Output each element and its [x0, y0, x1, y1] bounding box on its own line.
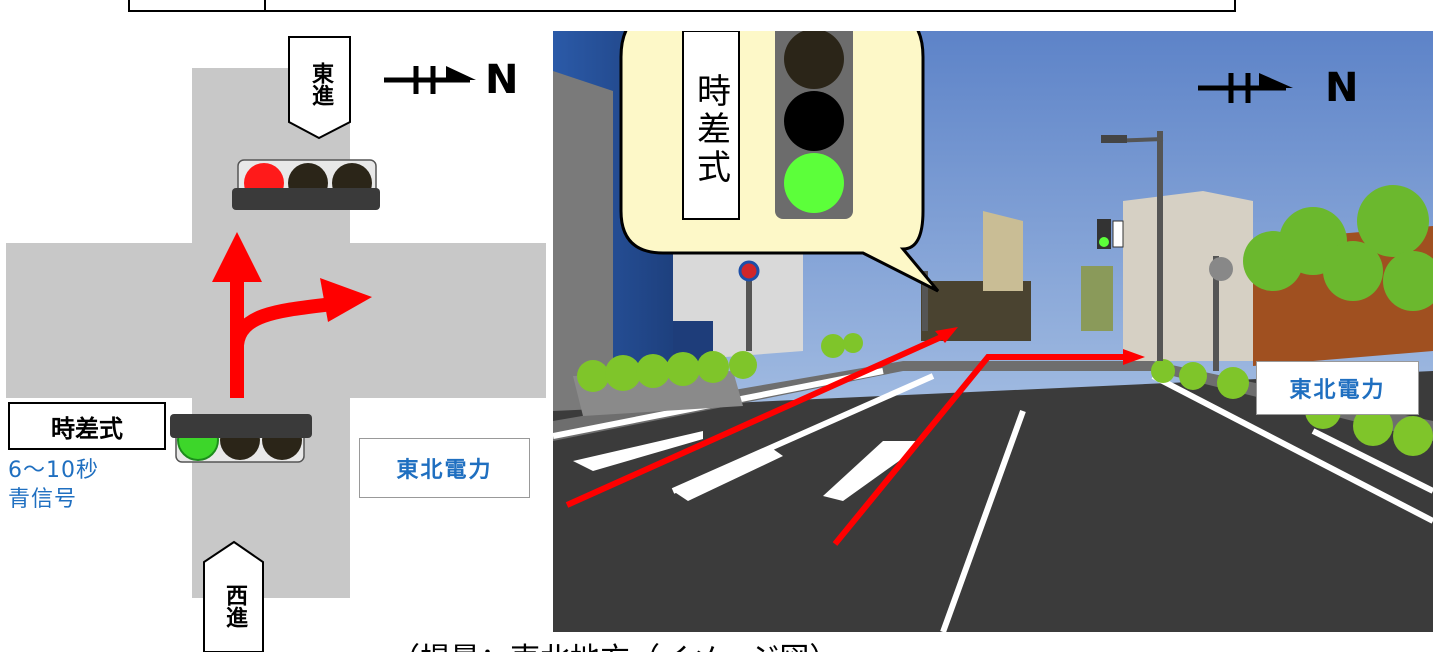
north-arrow-icon [384, 66, 476, 94]
street-scene-illustration [553, 31, 1433, 632]
off-light-icon [784, 31, 844, 89]
north-label: N [485, 57, 519, 103]
green-duration: 6～10秒 [8, 458, 99, 483]
trees [1243, 185, 1433, 311]
distant-signal [1097, 219, 1124, 249]
green-signal-label: 青信号 [8, 487, 78, 512]
scene-caption: （場景：東北地方（イメージ図） [390, 634, 910, 652]
off-light-icon [784, 91, 844, 151]
intersection-diagram [6, 36, 546, 652]
north-arrow-icon [1198, 73, 1293, 103]
round-sign-icon [1209, 257, 1233, 281]
tohoku-electric-label: 東北電力 [359, 438, 530, 498]
route-arrows [565, 331, 1128, 546]
gray-building [553, 71, 613, 421]
turn-arrow-head [320, 278, 372, 322]
straight-arrow-head [212, 232, 262, 282]
top-table-fragment [128, 0, 1236, 12]
east-direction-marker [288, 36, 351, 140]
no-parking-sign-icon [738, 260, 760, 282]
signal-type-label: 時差式 [8, 402, 166, 450]
callout-signal-type: 時差式 [690, 73, 731, 187]
east-label: 東進 [308, 62, 333, 106]
beige-building [1123, 191, 1253, 361]
west-direction-marker [203, 540, 264, 652]
bottom-traffic-signal [170, 414, 312, 463]
callout-label-box [682, 31, 740, 220]
east-west-road [6, 243, 546, 398]
top-traffic-signal [232, 159, 380, 210]
tohoku-electric-label-right: 東北電力 [1256, 361, 1419, 415]
north-label-right: N [1325, 65, 1359, 111]
green-light-icon [784, 153, 844, 213]
callout-traffic-signal [775, 31, 853, 219]
west-label: 西進 [222, 584, 247, 628]
table-divider [264, 0, 266, 12]
